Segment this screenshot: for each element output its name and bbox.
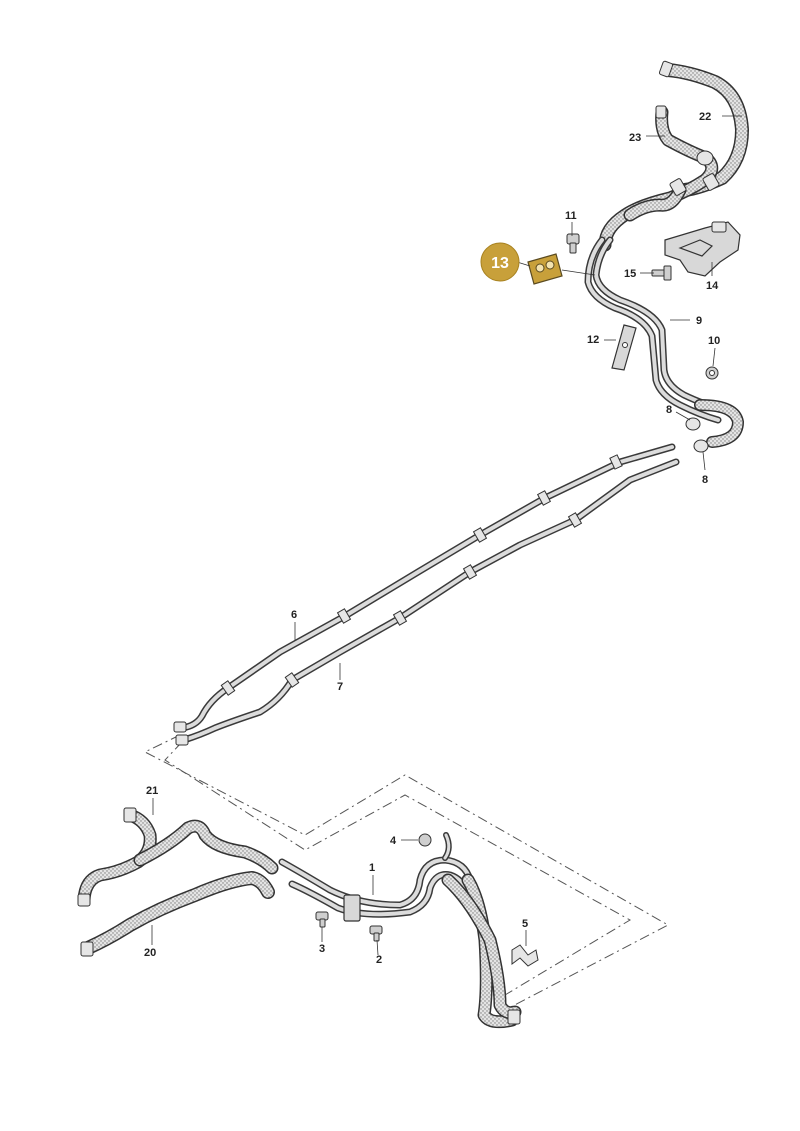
clamp-8-lower[interactable]	[693, 439, 709, 453]
gasket-13[interactable]	[527, 253, 563, 285]
pipe-9[interactable]	[584, 236, 724, 424]
callout-8-lower[interactable]: 8	[702, 474, 708, 486]
hose-22[interactable]	[658, 60, 749, 197]
callout-3[interactable]: 3	[319, 943, 325, 955]
callout-9[interactable]: 9	[696, 315, 702, 327]
callout-13-label: 13	[491, 255, 509, 272]
callout-13-highlight[interactable]: 13	[480, 242, 520, 282]
callout-12[interactable]: 12	[587, 334, 599, 346]
callout-4[interactable]: 4	[390, 835, 397, 847]
pipe-1[interactable]	[278, 856, 474, 922]
callout-10[interactable]: 10	[708, 335, 720, 347]
hose-upper-connector[interactable]	[623, 173, 720, 222]
callout-11[interactable]: 11	[565, 210, 577, 222]
callout-22[interactable]: 22	[699, 111, 711, 123]
callout-labels: 22 23 11 15 14 9 12 10 8 8 6 7 21 1 4 5 …	[144, 111, 720, 966]
hose-20[interactable]	[80, 871, 275, 957]
bolt-11[interactable]	[566, 233, 580, 254]
connector-4[interactable]	[418, 832, 452, 861]
pipe-7[interactable]	[175, 458, 680, 746]
callout-20[interactable]: 20	[144, 947, 156, 959]
bolt-3[interactable]	[315, 911, 329, 928]
callout-15[interactable]: 15	[624, 268, 636, 280]
callout-21[interactable]: 21	[146, 785, 158, 797]
clip-5[interactable]	[511, 944, 539, 967]
bracket-12[interactable]	[611, 324, 637, 371]
callout-1[interactable]: 1	[369, 862, 375, 874]
bracket-14[interactable]	[664, 221, 741, 277]
bolt-2[interactable]	[369, 925, 383, 942]
nut-10[interactable]	[705, 366, 719, 380]
hose-lower-vertical[interactable]	[441, 873, 522, 1029]
pipe-9-end-hose[interactable]	[694, 399, 744, 448]
callout-23[interactable]: 23	[629, 132, 641, 144]
callout-7[interactable]: 7	[337, 681, 343, 693]
callout-6[interactable]: 6	[291, 609, 297, 621]
pipe-6[interactable]	[173, 443, 676, 733]
callout-14[interactable]: 14	[706, 280, 719, 292]
assembly-dashed-lines	[143, 734, 670, 1011]
clamp-8-upper[interactable]	[685, 417, 701, 431]
callout-2[interactable]: 2	[376, 954, 382, 966]
hose-23[interactable]	[598, 105, 719, 252]
bolt-15[interactable]	[651, 265, 672, 281]
callout-leader-lines	[151, 115, 742, 956]
callout-5[interactable]: 5	[522, 918, 528, 930]
callout-8-upper[interactable]: 8	[666, 404, 672, 416]
hose-21[interactable]	[77, 807, 279, 907]
